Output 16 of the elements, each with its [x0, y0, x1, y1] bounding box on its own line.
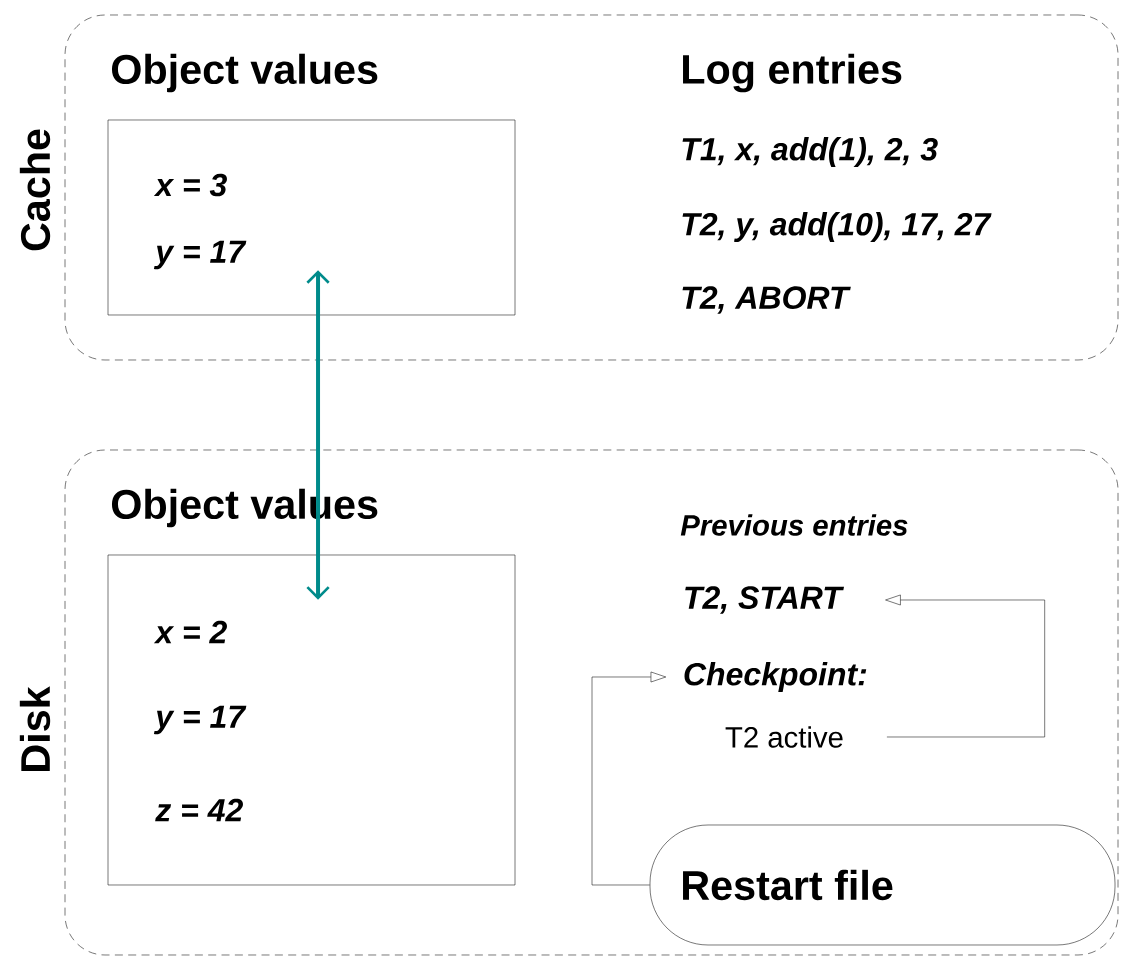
- log-text: Log entries: [683, 53, 902, 93]
- value-box: Object values x = 3 y = 17: [107, 53, 516, 316]
- arrow: [591, 671, 667, 886]
- log-text: T1, x, add(1), 2, 3: [682, 137, 938, 167]
- arrow: [885, 594, 1045, 738]
- node-label: Disk: [19, 686, 51, 771]
- log-text: T2, ABORT: [682, 286, 851, 314]
- file-pill: Restart file: [649, 824, 1116, 946]
- log-text: T2, y, add(10), 17, 27: [682, 212, 992, 242]
- node-label: Object values: [111, 53, 378, 93]
- entry-text: T2 active: [725, 726, 843, 748]
- entry-text: Checkpoint:: [684, 662, 867, 692]
- arrow: [306, 270, 330, 600]
- entry-text: T2, START: [685, 586, 844, 614]
- log-text: Previous entries: [680, 514, 908, 536]
- node-label: Cache: [19, 129, 51, 251]
